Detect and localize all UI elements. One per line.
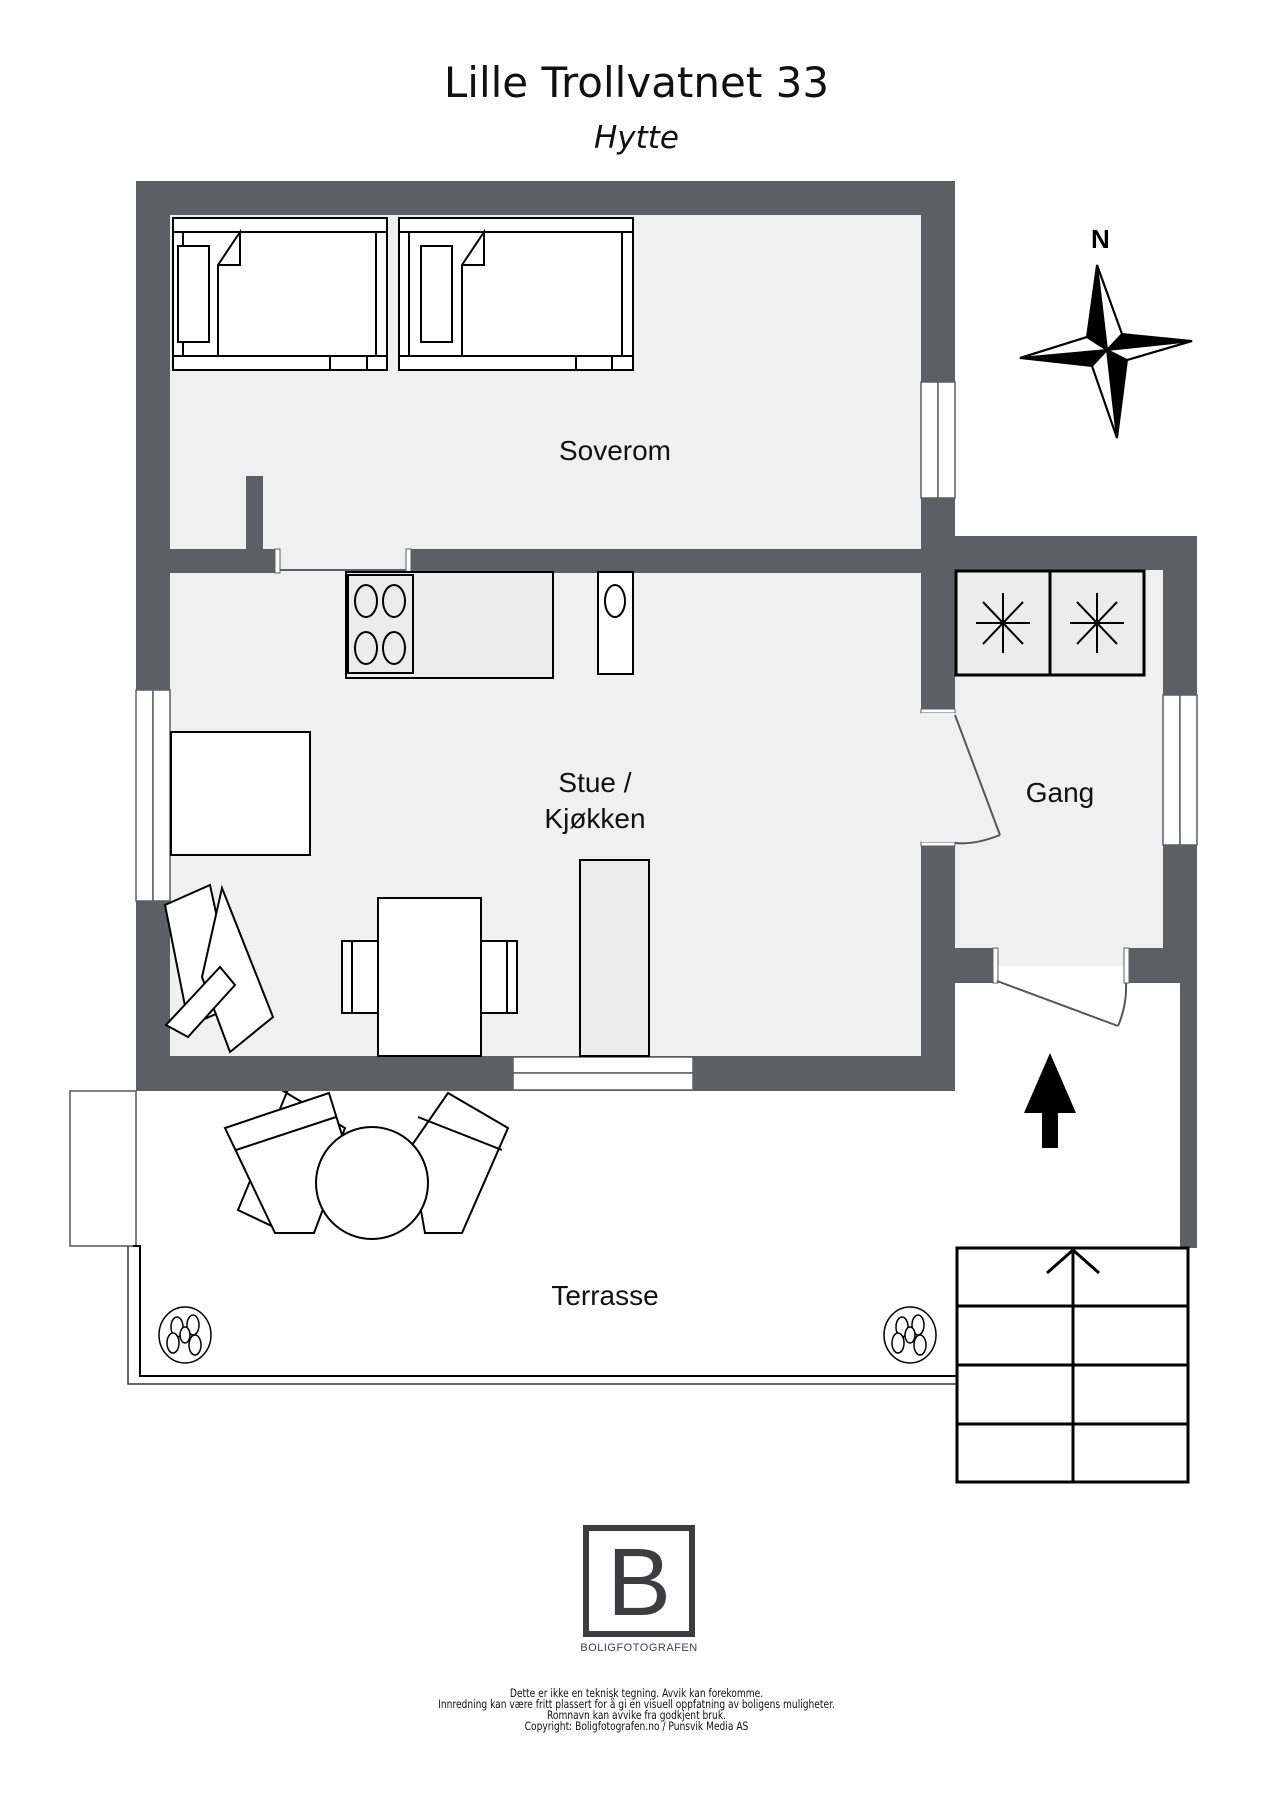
terrace-railing [69, 1090, 956, 1385]
compass-north-label: N [1091, 224, 1110, 254]
plant-icon [158, 1306, 937, 1364]
door-gang-entrance[interactable] [992, 947, 1130, 1027]
logo-wordmark: BOLIGFOTOGRAFEN [580, 1642, 698, 1654]
stove-icon [347, 574, 414, 674]
door-stue-gang[interactable] [920, 708, 1001, 847]
stairs-arrow-icon [1046, 1247, 1100, 1275]
cabinet [579, 859, 650, 1057]
sink-icon [597, 571, 634, 675]
disclaimer-line: Romnavn kan avvike fra godkjent bruk. [547, 1708, 726, 1722]
logo-letter: B [606, 1529, 672, 1636]
partition-stub [246, 476, 263, 556]
entrance-arrow-up-icon [1024, 1053, 1076, 1148]
disclaimer-line: Copyright: Boligfotografen.no / Punsvik … [524, 1719, 749, 1733]
room-label-stue-line2: Kjøkken [544, 803, 646, 834]
disclaimer-line: Dette er ikke en teknisk tegning. Avvik … [509, 1686, 764, 1700]
room-label-stue: Stue / Kjøkken [450, 765, 740, 837]
sofa-table [170, 731, 311, 856]
dining-table [341, 897, 518, 1057]
glass-door-terrace [512, 1056, 694, 1091]
window-stue-west [135, 689, 171, 902]
plan-title: Lille Trollvatnet 33 [443, 58, 830, 107]
room-label-terrasse: Terrasse [551, 1280, 659, 1311]
armchair-icon [163, 883, 275, 1054]
bed-right [398, 217, 634, 371]
window-soverom-east [920, 381, 956, 499]
windows [135, 381, 1198, 1091]
disclaimer: Dette er ikke en teknisk tegning. Avvik … [0, 1686, 1273, 1733]
window-gang-east [1162, 694, 1198, 846]
plan-subtitle: Hytte [593, 120, 680, 156]
terrace-table-set [223, 1091, 510, 1240]
wardrobe-star-icons [976, 593, 1124, 653]
entry-floor [955, 983, 1180, 1248]
room-label-stue-line1: Stue / [558, 767, 632, 798]
room-label-soverom: Soverom [558, 435, 672, 466]
bed-left [172, 217, 388, 371]
room-label-gang: Gang [1025, 777, 1095, 808]
stairs[interactable] [955, 1246, 1190, 1484]
boligfotografen-logo: B [583, 1525, 695, 1637]
disclaimer-line: Innredning kan være fritt plassert for å… [438, 1697, 835, 1711]
compass-rose-icon [1019, 264, 1193, 439]
bedroom-door-opening[interactable] [274, 548, 412, 574]
